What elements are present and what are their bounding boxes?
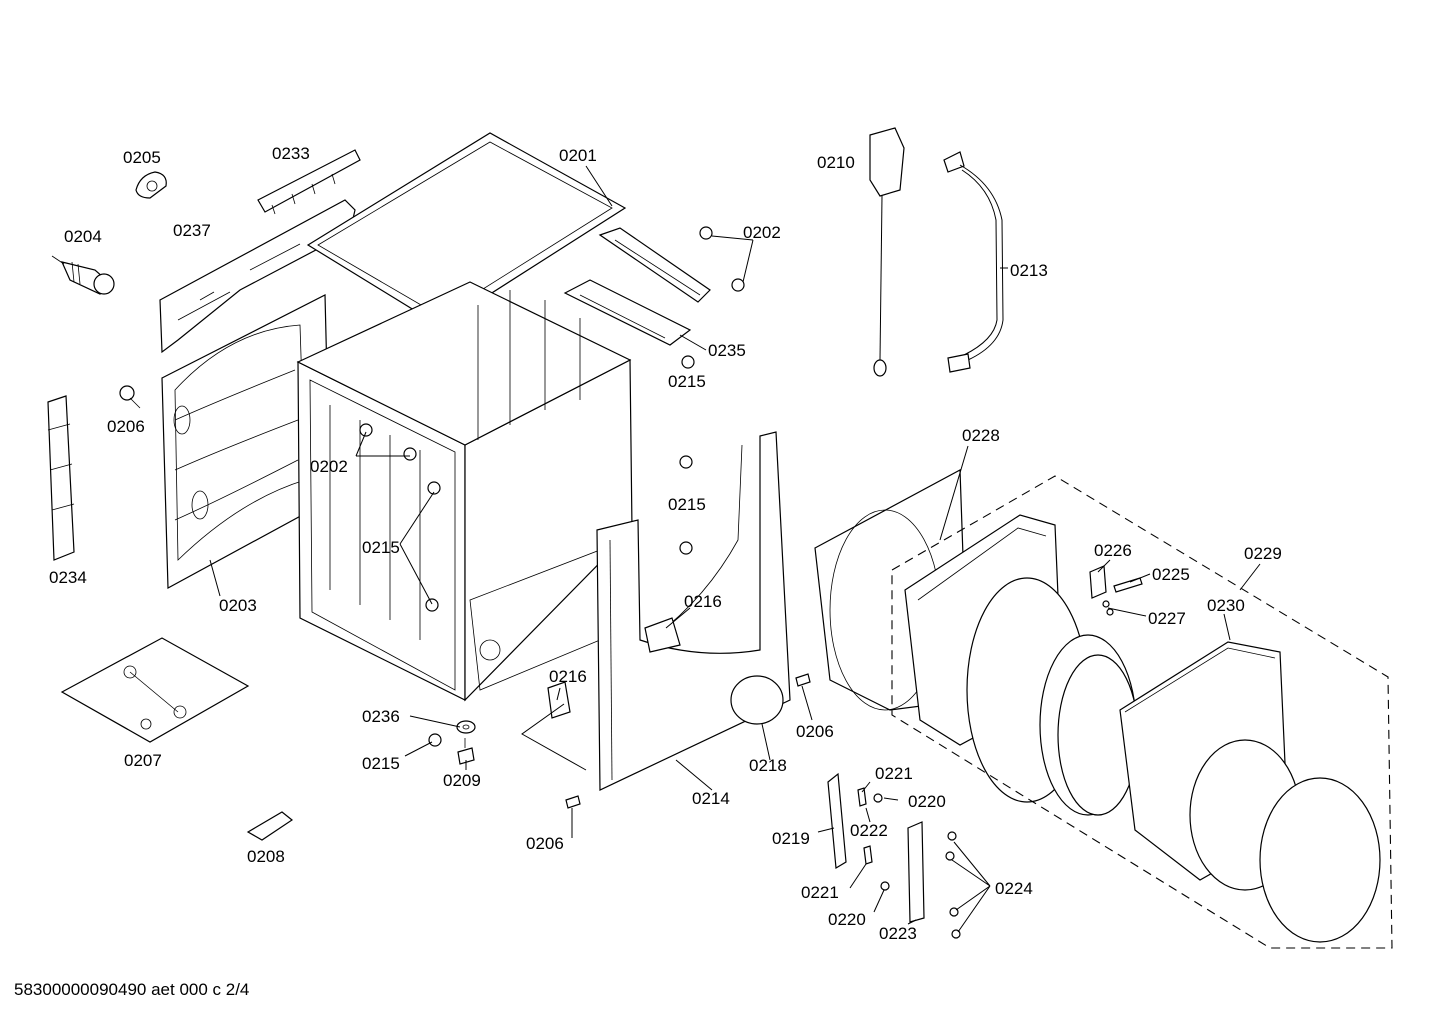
- label-0219: 0219: [772, 829, 810, 848]
- label-0221-top: 0221: [875, 764, 913, 783]
- part-labels: 0205 0233 0201 0210 0204 0237 0202 0213 …: [49, 144, 1282, 943]
- part-0216-brackets: [547, 617, 681, 719]
- label-0202-top: 0202: [743, 223, 781, 242]
- part-cabinet-housing: [296, 281, 633, 702]
- part-0213-harness: [943, 151, 1004, 373]
- label-0220-top: 0220: [908, 792, 946, 811]
- label-0206-bottom: 0206: [526, 834, 564, 853]
- part-0210-pressure-switch: [869, 127, 905, 377]
- part-0207-bag: [60, 637, 250, 743]
- label-0205: 0205: [123, 148, 161, 167]
- label-0236: 0236: [362, 707, 400, 726]
- part-0236-washer: [456, 720, 476, 734]
- part-0233-bracket: [257, 149, 361, 215]
- label-0228: 0228: [962, 426, 1000, 445]
- label-0204: 0204: [64, 227, 102, 246]
- part-0205-cap: [135, 171, 167, 199]
- label-0202-mid: 0202: [310, 457, 348, 476]
- label-0207: 0207: [124, 751, 162, 770]
- part-0234-rail: [47, 395, 75, 561]
- label-0215-bottom: 0215: [362, 754, 400, 773]
- part-0204-valve: [51, 255, 115, 295]
- part-0209-foot: [457, 738, 475, 765]
- label-0221-bottom: 0221: [801, 883, 839, 902]
- assembly-boundary-0229: [891, 475, 1393, 949]
- label-0206-left: 0206: [107, 417, 145, 436]
- label-0214: 0214: [692, 789, 730, 808]
- label-0201: 0201: [559, 146, 597, 165]
- label-0210: 0210: [817, 153, 855, 172]
- document-reference-number: 58300000090490 aet 000 c 2/4: [14, 980, 250, 999]
- part-0206-screws: [565, 673, 811, 809]
- label-0224: 0224: [995, 879, 1033, 898]
- part-0235-bracket: [563, 279, 692, 346]
- label-0225: 0225: [1152, 565, 1190, 584]
- part-0230-door-assembly: [904, 514, 1381, 943]
- label-0208: 0208: [247, 847, 285, 866]
- label-0215-right: 0215: [668, 495, 706, 514]
- part-0223-plate: [907, 821, 925, 923]
- label-0213: 0213: [1010, 261, 1048, 280]
- part-clips: [359, 226, 745, 747]
- label-0209: 0209: [443, 771, 481, 790]
- part-0208-clip: [246, 811, 294, 841]
- part-0206-screw-left: [119, 385, 141, 409]
- label-0215-top: 0215: [668, 372, 706, 391]
- label-0216-top: 0216: [684, 592, 722, 611]
- label-0230: 0230: [1207, 596, 1245, 615]
- label-0218: 0218: [749, 756, 787, 775]
- label-0234: 0234: [49, 568, 87, 587]
- leader-lines: [209, 165, 1261, 933]
- label-0233: 0233: [272, 144, 310, 163]
- label-0220-bottom: 0220: [828, 910, 866, 929]
- label-0222: 0222: [850, 821, 888, 840]
- label-0227: 0227: [1148, 609, 1186, 628]
- label-0237: 0237: [173, 221, 211, 240]
- part-hinge-bolts: [857, 787, 890, 891]
- part-drawings: [47, 127, 1393, 949]
- label-0226: 0226: [1094, 541, 1132, 560]
- label-0203: 0203: [219, 596, 257, 615]
- label-0229: 0229: [1244, 544, 1282, 563]
- part-0237-panel-frame: [159, 199, 356, 354]
- part-0202-bracket-top: [598, 227, 711, 303]
- part-0218-cover: [730, 675, 784, 725]
- label-0215-mid: 0215: [362, 538, 400, 557]
- label-0206-right: 0206: [796, 722, 834, 741]
- label-0216-bottom: 0216: [549, 667, 587, 686]
- part-lock-parts: [1089, 565, 1143, 616]
- part-0224-screws: [945, 831, 961, 939]
- label-0223: 0223: [879, 924, 917, 943]
- label-0235: 0235: [708, 341, 746, 360]
- part-0219-hinge: [827, 772, 847, 870]
